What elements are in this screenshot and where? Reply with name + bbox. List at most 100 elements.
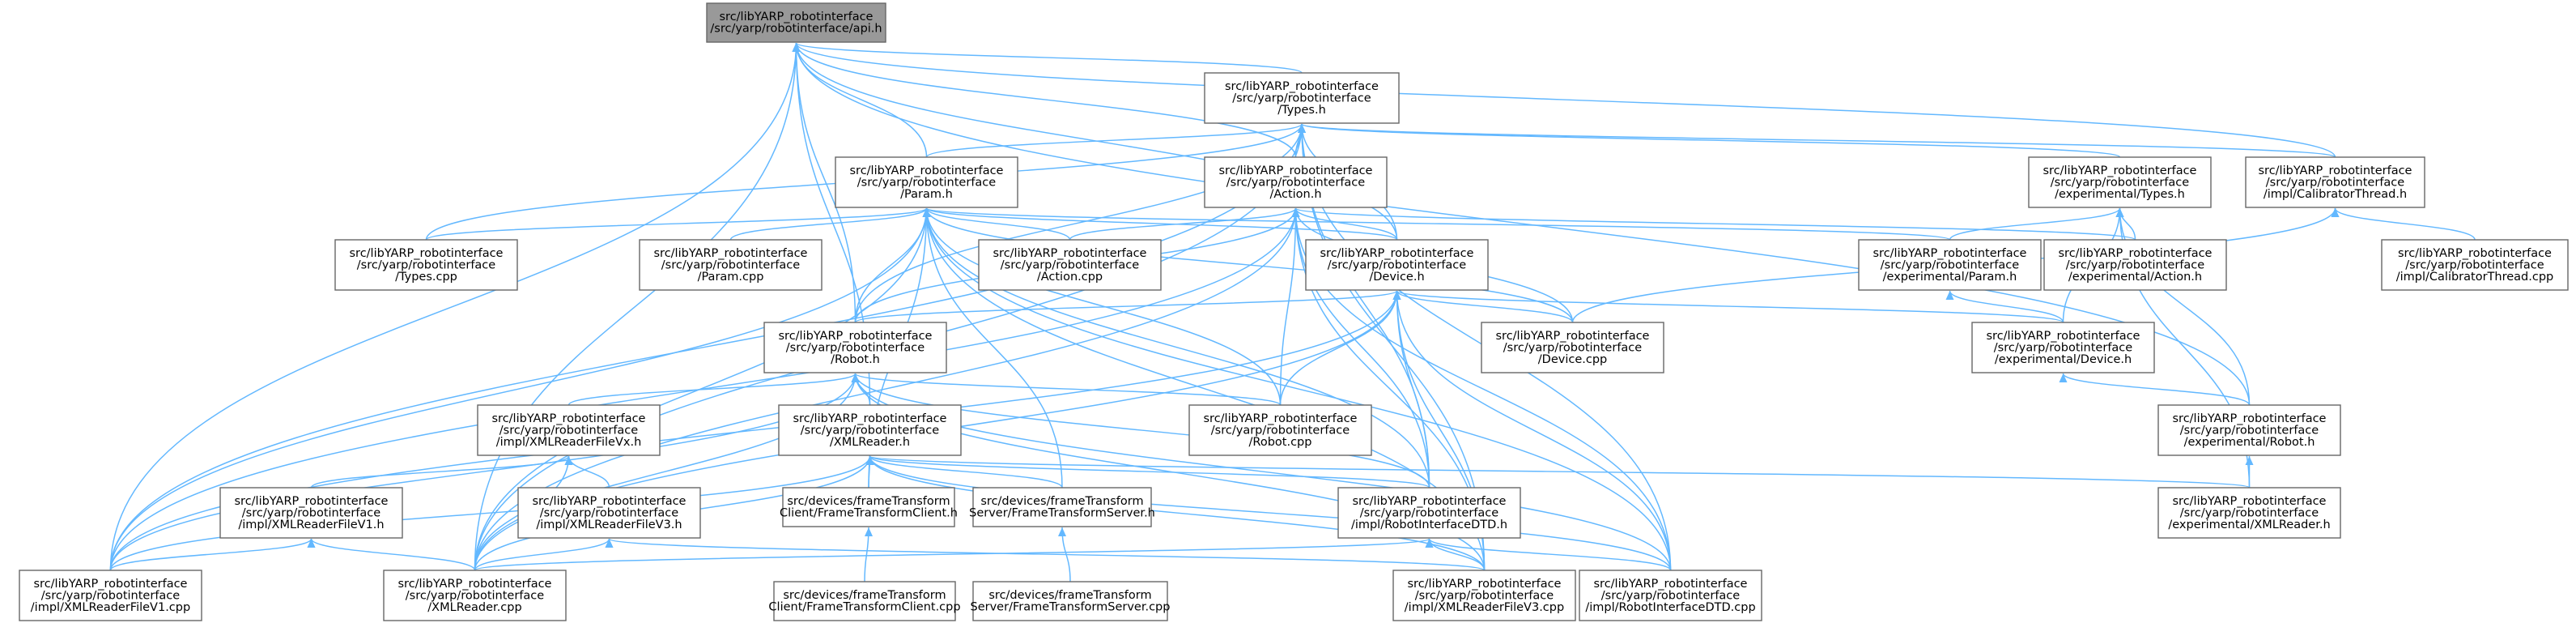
node-box [773, 581, 956, 621]
node-readerv1-h[interactable]: src/libYARP_robotinterface/src/yarp/robo… [219, 487, 403, 539]
node-label-line: Server/FrameTransformServer.h [969, 507, 1155, 520]
edge-exp-xmlreader-h-to-xmlreader-h [866, 455, 2251, 489]
node-box [763, 322, 947, 373]
node-box [1204, 72, 1400, 124]
node-label-line: /XMLReader.h [830, 436, 910, 449]
edge-calib-h-to-api-h [792, 42, 2336, 158]
node-box [778, 404, 962, 456]
node-box [517, 487, 701, 539]
node-box [639, 239, 823, 291]
edge-dtd-cpp-to-xmlreader-h [865, 455, 1672, 571]
edge-arrow [425, 207, 931, 241]
node-robot-h[interactable]: src/libYARP_robotinterface/src/yarp/robo… [763, 322, 947, 373]
node-label-line: /impl/XMLReaderFileV1.cpp [31, 601, 190, 614]
edge-readerv1-cpp-to-readerv1-h [109, 538, 316, 571]
edge-arrow [792, 42, 1297, 158]
edge-param-h-to-types-h [925, 123, 1306, 158]
node-label-line: /Types.cpp [395, 271, 457, 284]
node-label-line: /src/yarp/robotinterface [661, 258, 800, 271]
node-param-h[interactable]: src/libYARP_robotinterface/src/yarp/robo… [835, 156, 1018, 208]
edge-arrow [1291, 207, 1430, 489]
node-api-h[interactable]: src/libYARP_robotinterface/src/yarp/robo… [706, 2, 886, 43]
edge-exp-device-h-to-exp-param-h [1945, 290, 2064, 323]
edge-arrow [2115, 207, 2251, 406]
edge-readerv3-cpp-to-xmlreader-h [865, 455, 1486, 571]
edge-arrow [1945, 290, 2064, 323]
edge-robot-h-to-param-h [854, 207, 931, 323]
node-readerv3-h[interactable]: src/libYARP_robotinterface/src/yarp/robo… [517, 487, 701, 539]
node-ftserver-h[interactable]: src/devices/frameTransformServer/FrameTr… [969, 487, 1155, 527]
node-readerv1-cpp[interactable]: src/libYARP_robotinterface/src/yarp/robo… [19, 570, 202, 621]
node-device-h[interactable]: src/libYARP_robotinterface/src/yarp/robo… [1305, 239, 1489, 291]
node-label-line: /Types.h [1277, 104, 1326, 117]
node-label-line: /src/yarp/robotinterface [1994, 341, 2132, 354]
node-xmlreader-h[interactable]: src/libYARP_robotinterface/src/yarp/robo… [778, 404, 962, 456]
node-action-cpp[interactable]: src/libYARP_robotinterface/src/yarp/robo… [978, 239, 1162, 291]
node-label-line: /experimental/Types.h [2055, 188, 2185, 201]
node-label-line: /src/yarp/robotinterface [1001, 258, 1139, 271]
node-label-line: src/libYARP_robotinterface [1219, 164, 1373, 177]
node-label-line: /impl/CalibratorThread.h [2264, 188, 2407, 201]
node-dtd-cpp[interactable]: src/libYARP_robotinterface/src/yarp/robo… [1579, 570, 1762, 621]
node-ftclient-cpp[interactable]: src/devices/frameTransformClient/FrameTr… [768, 581, 961, 621]
edge-readerv1-cpp-to-types-h [109, 123, 1306, 571]
node-xmlreader-cpp[interactable]: src/libYARP_robotinterface/src/yarp/robo… [383, 570, 567, 621]
edge-robot-cpp-to-robot-h [851, 373, 1282, 406]
node-readervx-h[interactable]: src/libYARP_robotinterface/src/yarp/robo… [477, 404, 661, 456]
node-dtd-h[interactable]: src/libYARP_robotinterface/src/yarp/robo… [1337, 487, 1521, 539]
node-label-line: /experimental/Robot.h [2184, 436, 2315, 449]
edge-types-cpp-to-param-h [425, 207, 931, 241]
node-label-line: /src/yarp/robotinterface [540, 506, 678, 519]
node-robot-cpp[interactable]: src/libYARP_robotinterface/src/yarp/robo… [1188, 404, 1372, 456]
node-param-cpp[interactable]: src/libYARP_robotinterface/src/yarp/robo… [639, 239, 823, 291]
edge-arrow [922, 207, 1672, 571]
node-ftclient-h[interactable]: src/devices/frameTransformClient/FrameTr… [780, 487, 958, 527]
node-exp-robot-h[interactable]: src/libYARP_robotinterface/src/yarp/robo… [2157, 404, 2341, 456]
node-label-line: src/libYARP_robotinterface [2043, 164, 2197, 177]
node-label-line: src/libYARP_robotinterface [2398, 247, 2552, 260]
edge-arrow [864, 527, 873, 582]
node-label-line: src/libYARP_robotinterface [2259, 164, 2412, 177]
node-device-cpp[interactable]: src/libYARP_robotinterface/src/yarp/robo… [1481, 322, 1664, 373]
node-ftserver-cpp[interactable]: src/devices/frameTransformServer/FrameTr… [971, 581, 1171, 621]
node-exp-xmlreader-h[interactable]: src/libYARP_robotinterface/src/yarp/robo… [2157, 487, 2341, 539]
edge-arrow [1298, 123, 2121, 158]
node-label-line: Client/FrameTransformClient.h [780, 507, 958, 520]
node-label-line: /src/yarp/robotinterface [1360, 506, 1498, 519]
node-exp-param-h[interactable]: src/libYARP_robotinterface/src/yarp/robo… [1858, 239, 2042, 291]
node-label-line: /Param.cpp [698, 271, 764, 284]
edge-arrow [1279, 290, 1401, 406]
node-label-line: /Param.h [900, 188, 953, 201]
node-label-line: src/libYARP_robotinterface [1408, 578, 1562, 591]
node-label-line: src/libYARP_robotinterface [398, 578, 552, 591]
node-label-line: src/libYARP_robotinterface [1496, 330, 1650, 343]
edge-exp-param-h-to-exp-types-h [1949, 207, 2124, 241]
node-exp-device-h[interactable]: src/libYARP_robotinterface/src/yarp/robo… [1971, 322, 2155, 373]
edge-arrow [474, 538, 1433, 571]
node-label-line: src/libYARP_robotinterface [720, 11, 874, 23]
edge-arrow [866, 455, 2251, 489]
edge-dtd-cpp-to-param-h [922, 207, 1672, 571]
edge-arrow [474, 538, 614, 571]
node-exp-types-h[interactable]: src/libYARP_robotinterface/src/yarp/robo… [2028, 156, 2212, 208]
edges-layer [109, 42, 2476, 582]
node-box [19, 570, 202, 621]
edge-arrow [310, 455, 573, 489]
node-exp-action-h[interactable]: src/libYARP_robotinterface/src/yarp/robo… [2043, 239, 2227, 291]
node-label-line: /src/yarp/robotinterface [2266, 176, 2404, 189]
node-calib-cpp[interactable]: src/libYARP_robotinterface/src/yarp/robo… [2381, 239, 2569, 291]
node-readerv3-cpp[interactable]: src/libYARP_robotinterface/src/yarp/robo… [1392, 570, 1576, 621]
node-label-line: Server/FrameTransformServer.cpp [971, 601, 1171, 614]
edge-readerv1-cpp-to-param-h [109, 207, 931, 571]
node-label-line: src/libYARP_robotinterface [2173, 495, 2327, 508]
node-types-cpp[interactable]: src/libYARP_robotinterface/src/yarp/robo… [334, 239, 518, 291]
edge-readerv1-cpp-to-xmlreader-h [109, 455, 874, 571]
node-types-h[interactable]: src/libYARP_robotinterface/src/yarp/robo… [1204, 72, 1400, 124]
edge-robot-h-to-device-h [854, 290, 1401, 323]
node-calib-h[interactable]: src/libYARP_robotinterface/src/yarp/robo… [2245, 156, 2425, 208]
edge-exp-types-h-to-types-h [1298, 123, 2121, 158]
node-label-line: /src/yarp/robotinterface [2066, 258, 2204, 271]
node-action-h[interactable]: src/libYARP_robotinterface/src/yarp/robo… [1204, 156, 1388, 208]
node-label-line: /src/yarp/robotinterface [857, 176, 996, 189]
edge-arrow [854, 290, 1401, 323]
